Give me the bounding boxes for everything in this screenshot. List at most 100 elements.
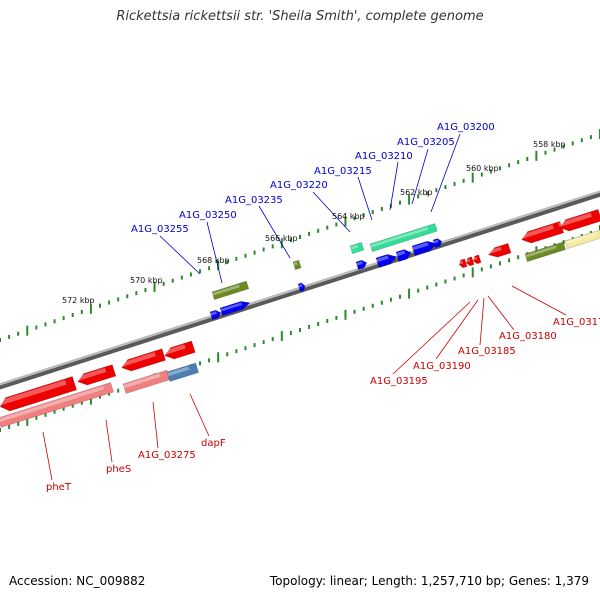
gene-label: A1G_03195 [370,376,428,387]
feature-layer [0,208,600,428]
feature-olive-a-body [211,280,250,301]
cds-blue-e [375,254,398,268]
cds-red-tiny-a-body [458,258,468,269]
cds-blue-g-body [411,240,437,256]
gene-label: A1G_03200 [437,122,495,133]
cds-blue-c [297,282,306,293]
cds-red-tiny-c-body [472,254,482,265]
leader-line [312,191,351,233]
cds-red-tiny-c [472,254,482,265]
feature-cream-body [564,228,600,250]
cds-red-pheS [76,364,117,386]
scale-label: 562 kbp [400,188,433,197]
cds-blue-a [209,309,222,321]
cds-blue-b-body [219,301,251,317]
cds-blue-h [432,238,443,249]
leader-line [479,297,485,346]
cds-blue-g [411,240,437,256]
gene-label: A1G_03180 [499,331,557,342]
feature-teal-a [349,242,365,255]
cds-red-b-shine [520,224,554,239]
leader-line [206,221,223,284]
cds-blue-d-shine [356,261,363,266]
cds-red-a-body [487,243,512,258]
cds-blue-d-body [355,259,368,271]
feature-cream [564,228,600,250]
feature-teal-b-body [369,223,438,253]
feature-olive-c [524,241,566,263]
cds-red-tiny-c-shine [472,256,478,261]
cds-blue-a-shine [210,311,217,316]
cds-blue-f-body [395,249,412,262]
genome-summary-text: Topology: linear; Length: 1,257,710 bp; … [269,574,589,588]
cds-blue-f-shine [396,250,406,257]
feature-pink-b-shine [123,373,161,389]
leader-line-layer [42,133,567,481]
gene-label: A1G_03275 [138,450,196,461]
cds-red-a [487,243,512,258]
feature-pink-b-body [122,369,171,394]
feature-steel-shine [167,366,190,377]
cds-red-a-shine [487,246,502,255]
leader-line [392,301,471,375]
feature-olive-b [292,259,302,271]
leader-line [258,205,291,259]
leader-line [487,295,515,331]
leader-line [411,148,429,205]
leader-line [430,133,461,213]
gene-label: A1G_03175 [553,317,600,328]
cds-red-d-shine [120,352,156,367]
gene-label: dapF [201,438,226,449]
cds-red-e [163,340,196,360]
leader-line [511,285,567,316]
gene-label: A1G_03205 [397,137,455,148]
scale-label: 572 kbp [62,296,95,305]
gene-label: pheS [106,464,131,475]
scale-label: 560 kbp [466,164,499,173]
feature-pink-a-body [0,382,114,428]
leader-line [152,401,159,449]
gene-label: A1G_03255 [131,224,189,235]
gene-label: A1G_03215 [314,166,372,177]
cds-red-pheT [0,376,77,412]
feature-olive-c-body [524,241,566,263]
map-title: Rickettsia rickettsii str. 'Sheila Smith… [116,9,484,24]
feature-olive-a [211,280,250,301]
feature-teal-b [369,223,438,253]
scale-label: 564 kbp [332,212,365,221]
tick-layer [0,129,600,432]
cds-red-b [520,220,565,244]
feature-olive-a-shine [212,284,240,296]
leader-line [189,393,210,437]
feature-olive-c-shine [525,245,557,258]
scale-label: 566 kbp [265,234,298,243]
feature-olive-b-shine [293,261,298,266]
feature-olive-b-body [292,259,302,271]
feature-steel [166,362,199,382]
gene-label: pheT [46,482,72,493]
cds-blue-h-body [432,238,443,249]
cds-blue-g-shine [412,242,429,251]
leader-line [435,299,479,360]
gene-label: A1G_03210 [355,151,413,162]
cds-red-pheS-body [77,364,117,386]
cds-red-c-shine [558,212,592,227]
cds-red-e-body [164,340,196,360]
leader-line [357,176,373,221]
leader-line [105,419,113,463]
scale-label: 570 kbp [130,276,163,285]
cds-red-tiny-a [458,258,468,269]
cds-red-e-shine [163,344,186,355]
cds-red-tiny-a-shine [458,260,464,265]
cds-red-d [120,348,166,372]
cds-blue-h-shine [433,239,439,244]
cds-blue-b-shine [220,302,243,312]
cds-red-pheS-shine [76,367,107,381]
cds-red-c [558,208,600,232]
gene-label: A1G_03220 [270,180,328,191]
feature-teal-b-shine [370,226,429,248]
leader-line [159,235,201,275]
cds-red-pheT-shine [0,379,67,406]
